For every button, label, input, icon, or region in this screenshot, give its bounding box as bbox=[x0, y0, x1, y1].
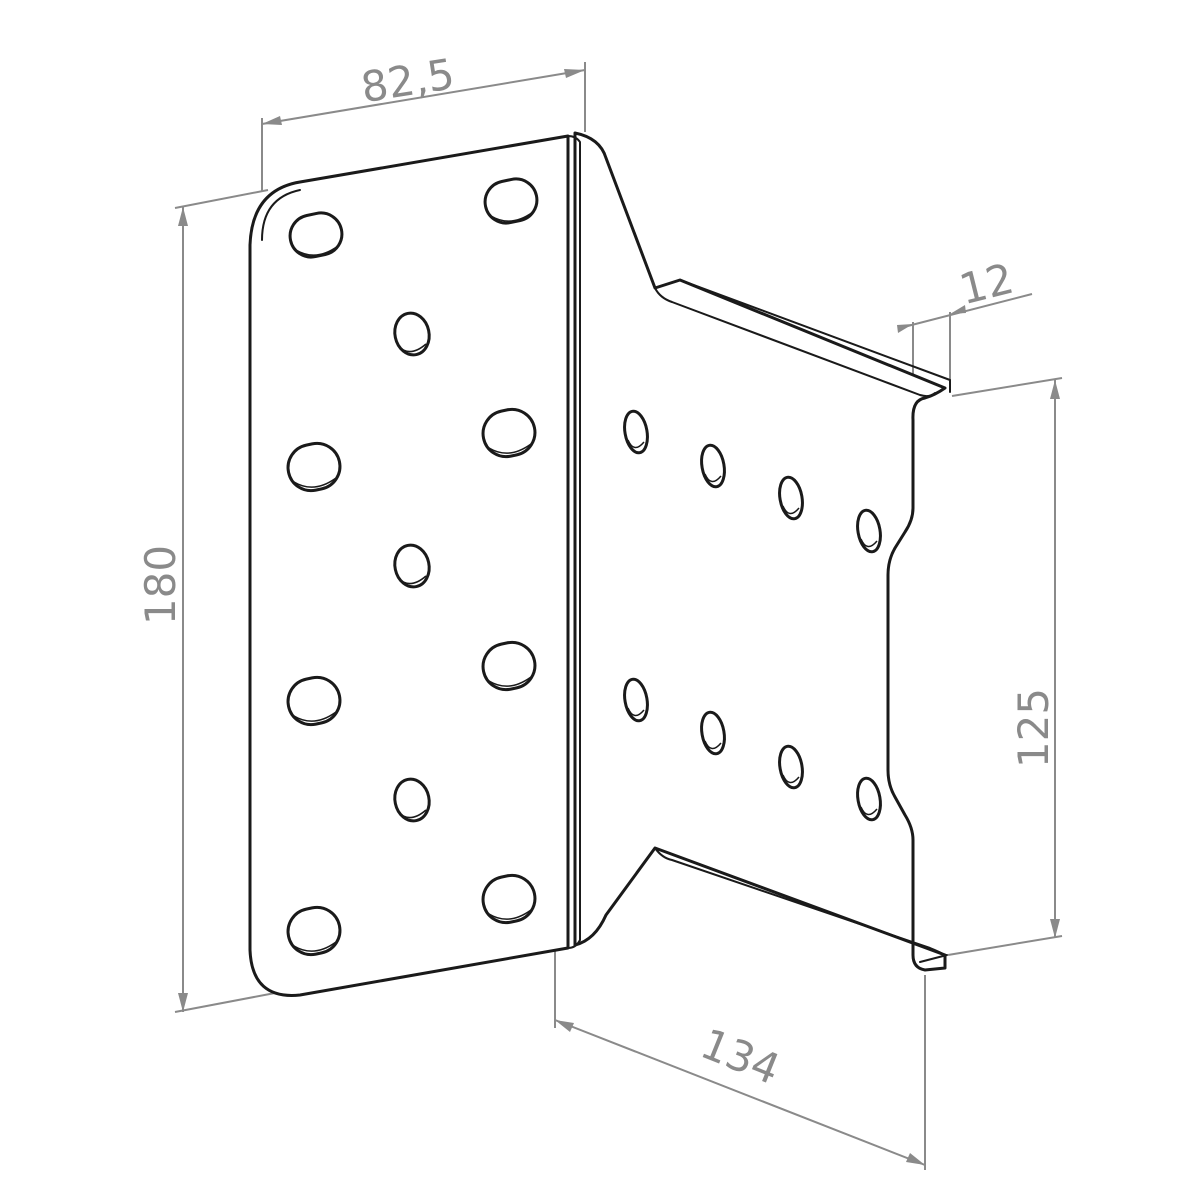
dim-top-line bbox=[261, 69, 586, 125]
bracket bbox=[248, 131, 951, 997]
left-plate-holes bbox=[286, 177, 539, 957]
dim-bottom-arrow-left bbox=[555, 1020, 574, 1032]
bracket-left-plate-edge bbox=[261, 189, 301, 241]
dim-label-flange: 12 bbox=[955, 254, 1019, 314]
dim-left-arrow-top bbox=[178, 207, 188, 226]
slot-hole bbox=[286, 905, 342, 957]
round-hole bbox=[856, 776, 882, 822]
bracket-bend-line bbox=[567, 135, 581, 949]
bracket-bottom-flange-edge bbox=[919, 954, 948, 963]
round-hole bbox=[700, 443, 726, 489]
dim-top-arrow-left bbox=[262, 116, 282, 125]
slot-hole bbox=[481, 640, 537, 692]
round-hole bbox=[393, 543, 431, 589]
dim-left-ext-bottom bbox=[174, 992, 276, 1013]
round-hole bbox=[778, 475, 804, 521]
dim-flange-arrow-left bbox=[897, 324, 913, 333]
slot-hole bbox=[483, 177, 539, 225]
dim-right-ext-bottom bbox=[947, 935, 1063, 956]
dim-right-arrow-bottom bbox=[1050, 919, 1060, 938]
round-hole bbox=[856, 508, 882, 554]
round-hole bbox=[623, 409, 649, 455]
dim-right-ext-top bbox=[951, 377, 1063, 397]
bracket-right-plate bbox=[573, 131, 947, 972]
dim-bottom-arrow-right bbox=[906, 1153, 925, 1165]
dim-flange-arrow-right bbox=[950, 305, 966, 314]
bracket-top-flange-edge bbox=[679, 279, 951, 393]
dim-label-height-left: 180 bbox=[136, 545, 185, 625]
dim-bottom-line bbox=[554, 1019, 926, 1166]
dim-flange-line bbox=[899, 293, 1033, 329]
slot-hole bbox=[288, 211, 344, 259]
round-hole bbox=[623, 677, 649, 723]
dim-left-ext-top bbox=[174, 189, 269, 209]
round-hole bbox=[393, 777, 431, 823]
dim-label-width-top: 82,5 bbox=[358, 49, 458, 112]
right-plate-holes bbox=[623, 409, 882, 822]
slot-hole bbox=[286, 675, 342, 727]
round-hole bbox=[700, 710, 726, 756]
slot-hole bbox=[481, 873, 537, 925]
dim-left-arrow-bottom bbox=[178, 993, 188, 1012]
slot-hole bbox=[481, 407, 537, 459]
dim-label-depth-bottom: 134 bbox=[694, 1019, 787, 1094]
slot-hole bbox=[286, 441, 342, 493]
dim-right-arrow-top bbox=[1050, 380, 1060, 399]
dim-top-arrow-right bbox=[564, 69, 585, 78]
bracket-bottom-flange bbox=[654, 847, 946, 956]
round-hole bbox=[393, 311, 431, 357]
round-hole bbox=[778, 744, 804, 790]
bracket-top-flange bbox=[654, 287, 936, 398]
dim-label-height-right: 125 bbox=[1009, 688, 1058, 768]
